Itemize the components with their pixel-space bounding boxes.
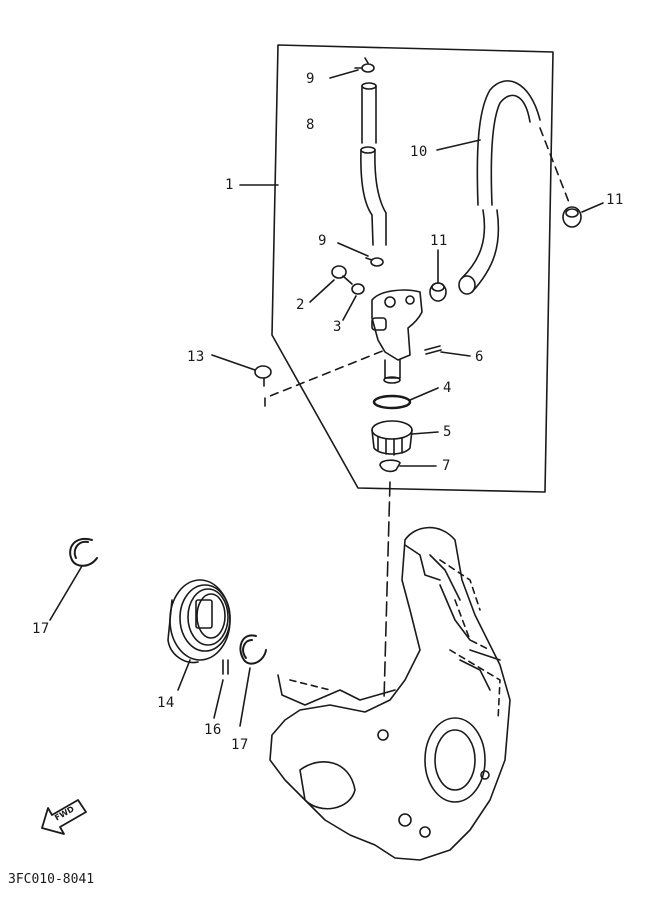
callout-9-top: 9: [306, 71, 315, 87]
callout-11-right: 11: [606, 192, 624, 208]
callout-7: 7: [442, 458, 451, 474]
driven-gear-5: [371, 420, 413, 456]
callout-14: 14: [157, 695, 175, 711]
crankcase-hidden-lines: [289, 559, 501, 721]
callout-10: 10: [410, 144, 428, 160]
leader-3: [342, 295, 357, 321]
leader-9-lower: [337, 242, 369, 257]
leader-16: [213, 679, 224, 719]
callout-2: 2: [296, 297, 305, 313]
leader-14: [177, 659, 191, 691]
callout-3: 3: [333, 319, 342, 335]
hose-clip-9-lower: [365, 257, 384, 267]
cap-11-pump: [429, 282, 447, 302]
oil-pump-body: [371, 289, 423, 384]
leader-2: [309, 279, 335, 303]
callout-9-lower: 9: [318, 233, 327, 249]
leader-13: [211, 354, 256, 371]
callout-17-right: 17: [231, 737, 249, 753]
figure-code: 3FC010-8041: [8, 872, 95, 887]
dowel-pin-16: [222, 659, 229, 675]
callout-6: 6: [475, 349, 484, 365]
fwd-arrow-icon: [41, 799, 87, 835]
dashed-hose-to-cap: [539, 127, 571, 206]
callout-17-left: 17: [32, 621, 50, 637]
washer-3: [351, 283, 365, 295]
screw-13: [254, 365, 272, 387]
hose-clip-9-top: [354, 57, 375, 73]
leader-9-top: [329, 69, 359, 79]
callout-5: 5: [443, 424, 452, 440]
callout-11-pump: 11: [430, 233, 448, 249]
pin-6: [424, 345, 442, 355]
callout-16: 16: [204, 722, 222, 738]
leader-5: [411, 431, 439, 435]
leader-6: [440, 351, 471, 357]
assembly-group-frame: [271, 44, 554, 493]
callout-8: 8: [306, 117, 315, 133]
clip-7: [379, 459, 401, 473]
cap-11-right: [562, 206, 582, 228]
leader-17-left: [49, 565, 83, 621]
callout-1: 1: [225, 177, 234, 193]
callout-4: 4: [443, 380, 452, 396]
crankcase-cover: [269, 526, 511, 861]
pulley-14: [167, 579, 231, 664]
bolt-2: [331, 265, 353, 285]
circlip-17-left: [69, 537, 98, 567]
leader-17-right: [239, 667, 251, 727]
o-ring-4: [372, 394, 412, 410]
circlip-17-right: [239, 634, 267, 665]
suction-hose-10: [458, 80, 541, 295]
delivery-hose-8: [360, 82, 387, 246]
leader-11-right: [581, 202, 604, 213]
dashed-centerline: [383, 481, 391, 701]
dashed-screw-to-pump: [264, 349, 386, 407]
callout-13: 13: [187, 349, 205, 365]
leader-10: [436, 139, 481, 151]
leader-4: [409, 387, 439, 401]
